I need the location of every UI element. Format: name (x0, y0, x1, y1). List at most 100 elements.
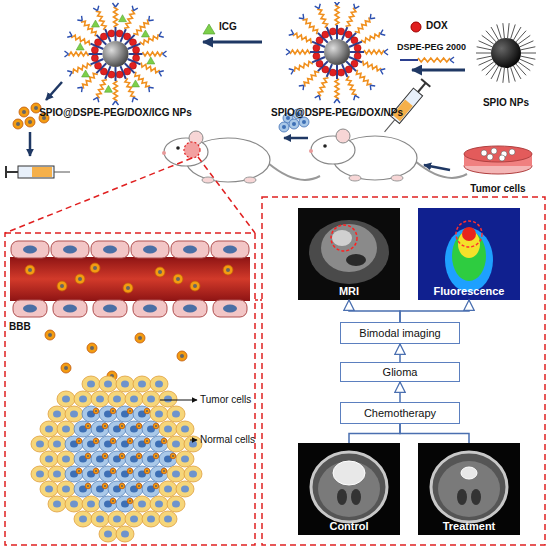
image-caption: MRI (298, 285, 400, 297)
tumor-cell (133, 466, 151, 482)
connector-arrow (399, 382, 401, 402)
normal-cell (74, 511, 92, 527)
nanoparticle (76, 468, 82, 474)
cell-nucleus (103, 305, 117, 313)
normal-cell (57, 421, 75, 437)
tumor-cell (487, 154, 493, 160)
peg-end (77, 16, 82, 21)
nanoparticle-core (226, 268, 230, 272)
spio-spike (503, 68, 505, 83)
roi-circle (331, 225, 357, 251)
nanoparticle-core (112, 500, 114, 502)
cell-nucleus (155, 501, 163, 508)
nanoparticle-core (104, 485, 106, 487)
peg-chain (96, 11, 106, 30)
node-label: SPIO NPs (465, 97, 547, 108)
cell-nucleus (79, 396, 87, 403)
peg-end (334, 99, 340, 103)
cell-nucleus (181, 456, 189, 463)
tumor-cell (82, 436, 100, 452)
tumor-cell (65, 436, 83, 452)
cell-nucleus (155, 381, 163, 388)
spio-spike (479, 59, 493, 65)
dox-molecule (108, 30, 115, 37)
endothelial-cell (91, 241, 129, 258)
cell-nucleus (63, 305, 77, 313)
dox-molecule (354, 44, 361, 51)
nanoparticle (75, 274, 85, 284)
cell-nucleus (138, 501, 146, 508)
nanoparticle (13, 119, 23, 129)
syringe (6, 166, 70, 178)
spio-spike (518, 62, 530, 71)
cell-nucleus (138, 381, 146, 388)
nanoparticle-core (112, 440, 114, 442)
peg-end (384, 49, 388, 55)
cell-nucleus (45, 426, 53, 433)
nanoparticle-core (129, 500, 131, 502)
cell-nucleus (292, 122, 296, 126)
normal-cell (108, 391, 126, 407)
nanoparticle (161, 468, 167, 474)
dish-medium (464, 146, 532, 162)
zoom-panel (262, 197, 545, 545)
nanoparticle-core (180, 354, 184, 358)
peg-chain (73, 63, 92, 73)
peg-end (354, 95, 360, 100)
nanoparticle (119, 423, 125, 429)
peg-end (65, 51, 69, 57)
peg-chain (304, 71, 319, 86)
spio-spike (514, 66, 522, 79)
peg-chain (346, 8, 356, 27)
tumor-cell (159, 451, 177, 467)
cell-nucleus (62, 396, 70, 403)
mouse-foot (202, 177, 214, 183)
cell-nucleus (130, 516, 138, 523)
spio-spike (497, 67, 502, 81)
cell-nucleus (62, 456, 70, 463)
zoom-line (5, 158, 192, 233)
normal-cell (159, 481, 177, 497)
cell-nucleus (87, 501, 95, 508)
nanoparticle-core (193, 284, 197, 288)
pointer-line (190, 440, 197, 441)
cell-nucleus (104, 381, 112, 388)
nanoparticle (102, 423, 108, 429)
spio-spike (497, 24, 502, 38)
nanoparticle-core (78, 277, 82, 281)
peg-chain (346, 76, 356, 95)
image-panel: Fluorescence (418, 208, 520, 300)
peg-end (149, 87, 154, 92)
normal-cell (91, 391, 109, 407)
nanoparticle (93, 438, 99, 444)
mouse-foot (244, 177, 256, 183)
text-label: DOX (426, 20, 448, 31)
icg-molecule (104, 85, 112, 92)
cell-nucleus (96, 396, 104, 403)
nanoparticle (45, 330, 55, 340)
spio-spike (491, 27, 499, 40)
endothelial-cell (53, 300, 87, 317)
dox-molecule (329, 28, 336, 35)
tumor-cell (99, 466, 117, 482)
normal-cell (159, 511, 177, 527)
nanoparticle (119, 483, 125, 489)
cell-nucleus (23, 305, 37, 313)
endothelial-cell (93, 300, 127, 317)
spio-spike (521, 56, 536, 59)
nanoparticle-core (126, 286, 130, 290)
peg-chain (355, 17, 370, 32)
process-arrow (29, 132, 32, 156)
cell-nucleus (45, 486, 53, 493)
connector-arrow (399, 344, 401, 362)
cell-nucleus (70, 411, 78, 418)
peg-chain (318, 78, 328, 97)
spio-spike (516, 31, 526, 42)
image-panel: Treatment (418, 443, 520, 535)
icg-molecule (119, 15, 127, 22)
nanoparticle (85, 483, 91, 489)
normal-cell (57, 451, 75, 467)
nanoparticle (90, 263, 100, 273)
nanoparticle (223, 265, 233, 275)
cell-nucleus (189, 441, 197, 448)
